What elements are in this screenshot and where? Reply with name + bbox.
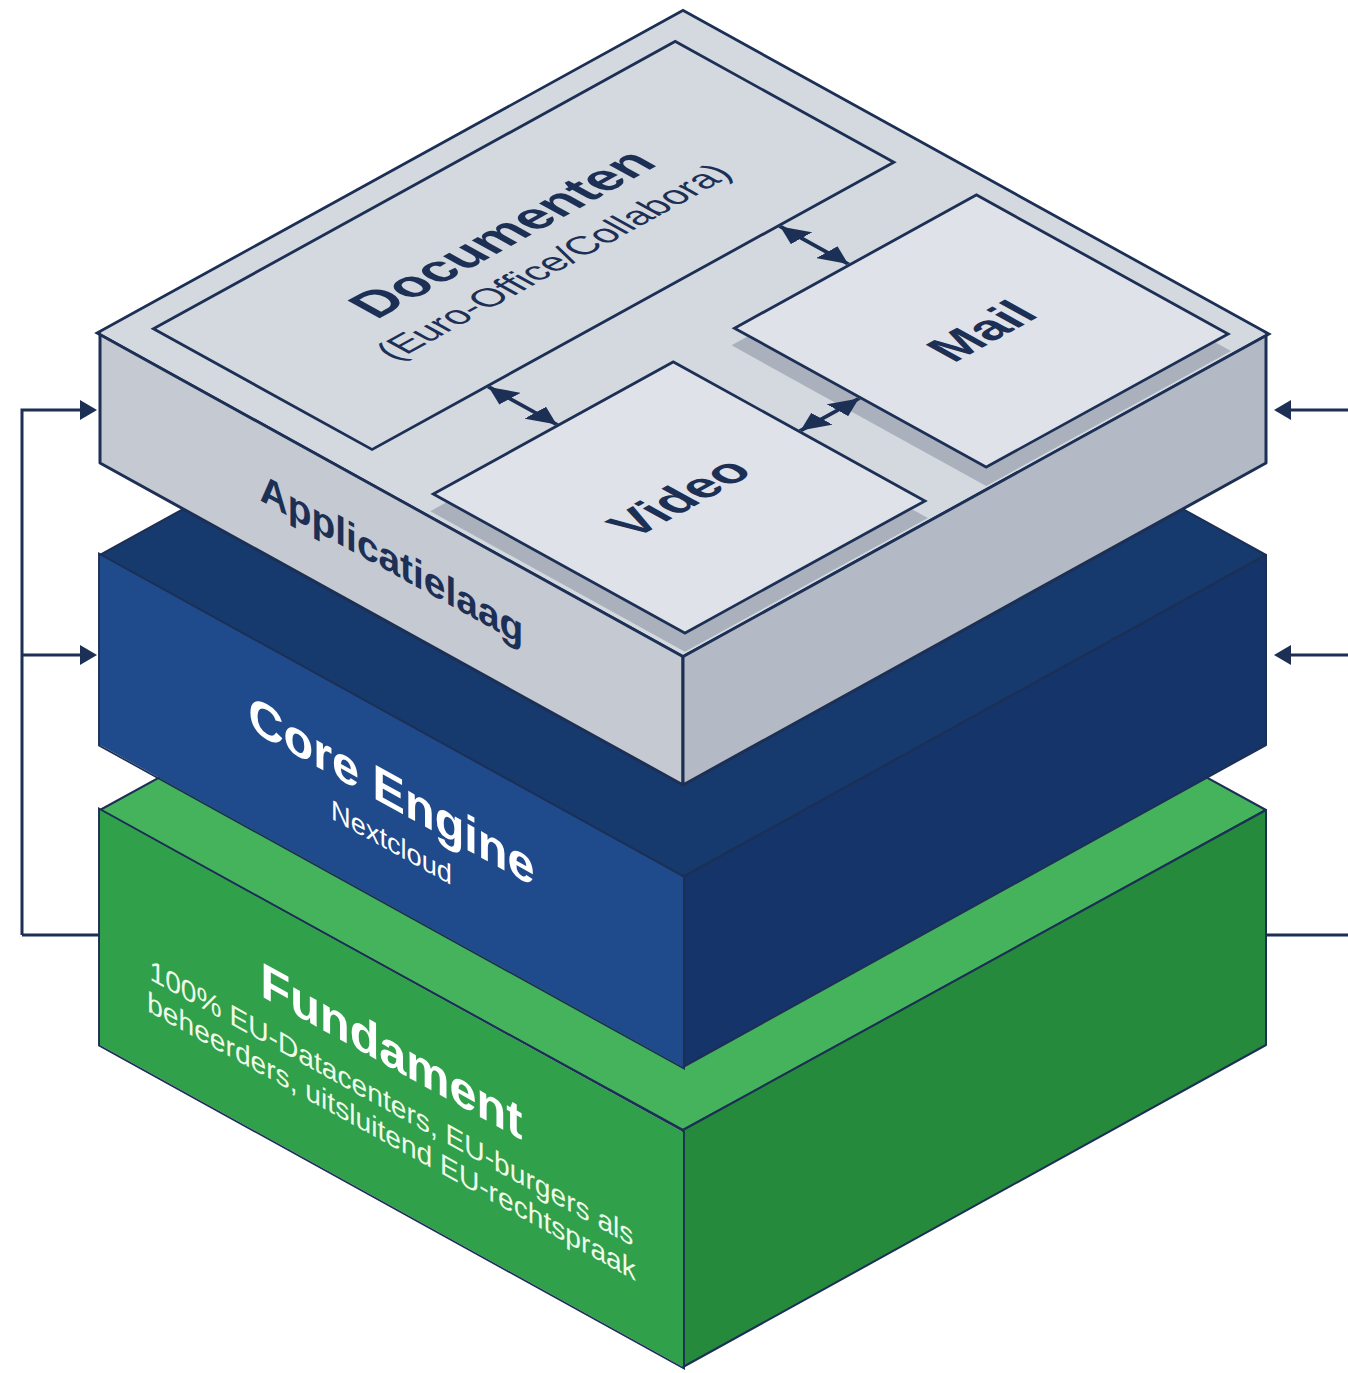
bracket-line: [1290, 409, 1348, 412]
arrowhead: [1274, 645, 1291, 665]
text-stack: Documenten(Euro-Office/Collabora): [156, 43, 891, 448]
double-arrow-connector: [489, 387, 557, 425]
bracket-line: [22, 654, 84, 657]
layer-title: Video: [554, 429, 804, 567]
bracket-line: [22, 934, 100, 937]
arrowhead: [1274, 400, 1291, 420]
bracket-line: [22, 410, 84, 935]
bracket-line: [1266, 934, 1348, 937]
layer-title: Documenten: [235, 86, 769, 380]
arrowhead: [80, 645, 97, 665]
double-arrow-connector: [780, 226, 848, 264]
arrowhead: [80, 400, 97, 420]
documents-block: Documenten(Euro-Office/Collabora): [151, 40, 897, 451]
bracket-line: [1290, 654, 1348, 657]
layer-subtitle: (Euro-Office/Collabora): [294, 119, 812, 404]
layer-title: Mail: [856, 262, 1108, 401]
double-arrow-connector: [801, 398, 859, 430]
